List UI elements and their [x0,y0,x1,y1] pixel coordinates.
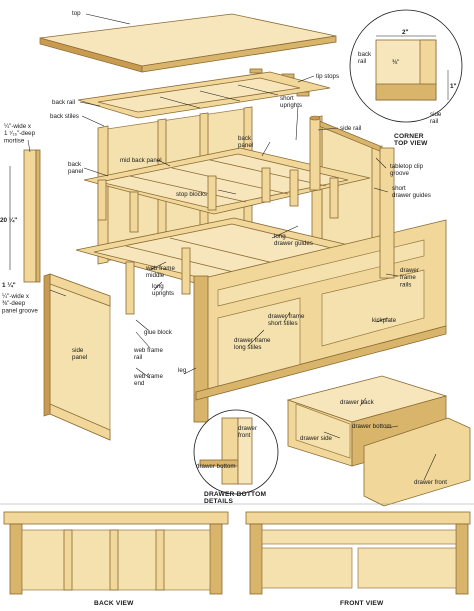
label-drawer-front: drawer front [414,479,447,486]
label-top: top [72,10,81,17]
label-kickplate: kickplate [372,317,397,324]
corner-dim-2: 2" [402,29,409,36]
leader-lines [9,13,437,481]
drawer-box [286,375,471,507]
leg-post [309,115,321,191]
back-view-title: BACK VIEW [94,600,134,607]
side-panel-left [43,273,111,441]
label-glue-block: glue block [144,329,173,336]
label-stop-blocks: stop blocks [176,191,207,198]
label-mid-back-panel: mid back panel [120,157,162,164]
label-drawer-bottom: drawer bottom [352,423,392,430]
corner-top-view [349,9,463,123]
label-back-stiles: back stiles [50,113,79,120]
upper-back-frame [77,71,331,119]
label-tip-stops: tip stops [316,73,339,80]
drawer-bottom-detail [193,409,279,495]
label-one-quarter-dimension: 1 ¼" [2,281,16,289]
left-rear-leg [23,149,41,283]
uprights [97,167,339,233]
corner-dim-1: 1" [450,83,457,90]
label-drawer-back: drawer back [340,399,375,406]
label-back-rail: back rail [52,99,75,106]
back-view-drawing [3,511,229,595]
web-frame-middle [83,147,371,215]
label-drawer-bottom-detail: drawer bottom [196,463,236,470]
label-drawer-side: drawer side [300,435,333,442]
front-drawer-frame [193,147,447,423]
corner-dim-3-8: ⅜" [392,59,399,66]
label-side-rail: side rail [340,125,361,132]
label-leg: leg [178,367,187,374]
labels: top tip stops back rail back stiles ¼"-w… [0,10,457,607]
top-panel [39,13,337,73]
label-height-dimension: 20 ¼" [0,216,17,224]
front-view-drawing [245,511,471,595]
front-view-title: FRONT VIEW [340,600,384,607]
